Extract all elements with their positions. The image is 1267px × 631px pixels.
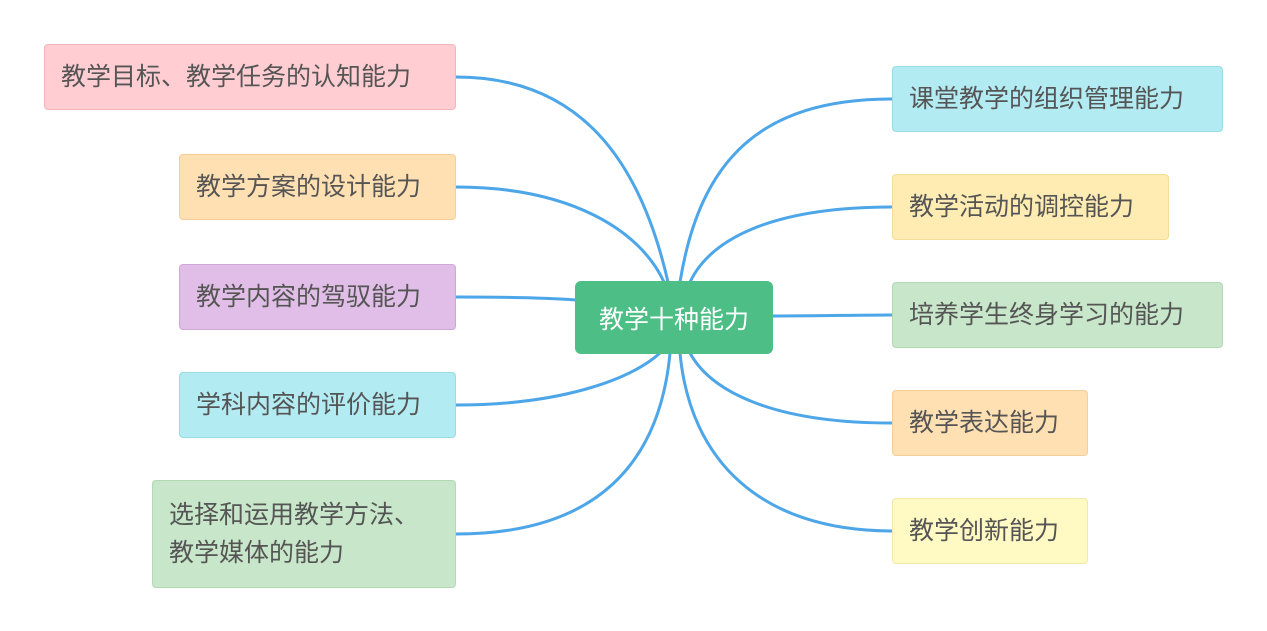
topic-left-3[interactable]: 教学内容的驾驭能力 (179, 264, 456, 330)
link-left-3 (454, 295, 578, 302)
topic-label: 教学创新能力 (909, 516, 1060, 545)
link-right-3 (771, 313, 894, 318)
topic-right-3[interactable]: 培养学生终身学习的能力 (892, 282, 1223, 348)
link-left-1 (454, 75, 670, 284)
center-topic-label: 教学十种能力 (598, 304, 749, 334)
topic-label: 教学活动的调控能力 (909, 192, 1135, 221)
link-left-5 (454, 351, 672, 536)
topic-left-4[interactable]: 学科内容的评价能力 (179, 372, 456, 438)
center-topic[interactable]: 教学十种能力 (575, 281, 773, 354)
topic-left-2[interactable]: 教学方案的设计能力 (179, 154, 456, 220)
link-right-2 (688, 205, 894, 284)
topic-left-5[interactable]: 选择和运用教学方法、 教学媒体的能力 (152, 480, 456, 588)
topic-label: 教学表达能力 (909, 408, 1060, 437)
topic-label: 学科内容的评价能力 (196, 390, 422, 419)
topic-left-1[interactable]: 教学目标、教学任务的认知能力 (44, 44, 456, 110)
topic-label: 教学方案的设计能力 (196, 172, 422, 201)
topic-right-2[interactable]: 教学活动的调控能力 (892, 174, 1169, 240)
link-left-2 (454, 185, 666, 284)
topic-label: 培养学生终身学习的能力 (909, 300, 1185, 329)
topic-label: 教学目标、教学任务的认知能力 (61, 62, 412, 91)
topic-label: 课堂教学的组织管理能力 (909, 84, 1185, 113)
link-right-4 (688, 351, 894, 425)
topic-right-1[interactable]: 课堂教学的组织管理能力 (892, 66, 1223, 132)
link-left-4 (454, 351, 662, 407)
topic-label-line-1: 选择和运用教学方法、 (169, 500, 420, 529)
topic-label: 教学内容的驾驭能力 (196, 282, 422, 311)
link-right-5 (678, 351, 894, 533)
topic-label-line-2: 教学媒体的能力 (169, 538, 345, 567)
topic-right-5[interactable]: 教学创新能力 (892, 498, 1088, 564)
topic-right-4[interactable]: 教学表达能力 (892, 390, 1088, 456)
link-right-1 (678, 97, 894, 284)
